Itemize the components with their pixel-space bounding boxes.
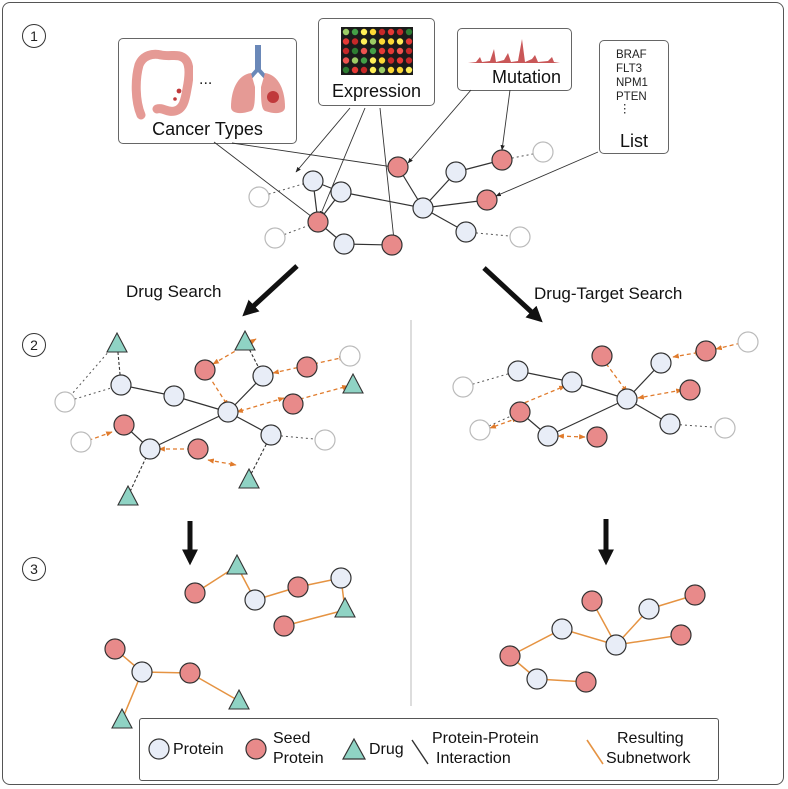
microarray-spot bbox=[405, 38, 413, 45]
microarray-spot bbox=[387, 47, 395, 55]
legend-seed-label-1: Seed bbox=[273, 730, 311, 747]
legend-seed-protein-symbol bbox=[245, 738, 267, 760]
legend-subnetwork-symbol bbox=[586, 739, 604, 765]
lung-icon bbox=[231, 45, 285, 114]
microarray-spot bbox=[342, 66, 350, 74]
microarray-spot bbox=[342, 47, 350, 55]
microarray-spot bbox=[396, 28, 404, 36]
microarray-spot bbox=[396, 57, 404, 64]
microarray-spot bbox=[378, 57, 386, 64]
expression-label: Expression bbox=[331, 81, 422, 101]
microarray-spot bbox=[387, 57, 395, 64]
step-2-badge: 2 bbox=[22, 333, 46, 357]
microarray-spot bbox=[387, 28, 395, 36]
microarray-spot bbox=[387, 66, 395, 74]
colon-icon bbox=[131, 49, 193, 120]
legend-protein-label: Protein bbox=[173, 741, 224, 758]
microarray-spot bbox=[369, 28, 377, 36]
gene-list: BRAF FLT3 NPM1 PTEN ⋮ bbox=[616, 48, 648, 115]
drug-target-search-label: Drug-Target Search bbox=[534, 284, 683, 303]
microarray-spot bbox=[351, 47, 359, 55]
gene-list-box: BRAF FLT3 NPM1 PTEN ⋮ List bbox=[599, 40, 669, 154]
microarray-spot bbox=[378, 38, 386, 45]
mutation-label: Mutation bbox=[491, 67, 561, 87]
microarray-spot bbox=[378, 47, 386, 55]
cancer-types-ellipsis: ... bbox=[199, 71, 213, 88]
legend-drug-symbol bbox=[341, 737, 367, 760]
microarray-spot bbox=[396, 47, 404, 55]
microarray-spot bbox=[405, 47, 413, 55]
microarray-spot bbox=[369, 38, 377, 45]
legend-seed-label-2: Protein bbox=[273, 750, 324, 767]
microarray-spot bbox=[360, 28, 368, 36]
microarray-spot bbox=[378, 28, 386, 36]
microarray-spot bbox=[360, 38, 368, 45]
drug-search-label: Drug Search bbox=[126, 282, 222, 301]
microarray-spot bbox=[405, 28, 413, 36]
microarray-spot bbox=[396, 38, 404, 45]
legend-subnetwork-label-1: Resulting bbox=[617, 730, 684, 747]
step-3-badge: 3 bbox=[22, 557, 46, 581]
microarray-spot bbox=[351, 28, 359, 36]
microarray-spot bbox=[360, 66, 368, 74]
expression-box: Expression bbox=[318, 18, 435, 106]
cancer-types-label: Cancer Types bbox=[152, 119, 263, 139]
cancer-types-box: ... Cancer Types bbox=[118, 38, 297, 144]
list-label: List bbox=[619, 131, 648, 151]
microarray-spot bbox=[387, 38, 395, 45]
microarray-spot bbox=[369, 66, 377, 74]
gene-braf: BRAF bbox=[616, 49, 647, 61]
step-1-badge: 1 bbox=[22, 24, 46, 48]
microarray-icon bbox=[341, 27, 413, 75]
microarray-spot bbox=[405, 57, 413, 64]
legend-protein-symbol bbox=[148, 738, 170, 760]
legend-ppi-label-2: Interaction bbox=[436, 750, 511, 767]
legend-ppi-label-1: Protein-Protein bbox=[432, 730, 539, 747]
gene-flt3: FLT3 bbox=[616, 63, 642, 75]
gene-npm1: NPM1 bbox=[616, 77, 648, 89]
gene-more: ⋮ bbox=[619, 103, 631, 115]
microarray-spot bbox=[360, 47, 368, 55]
mutation-box: Mutation bbox=[457, 28, 572, 91]
microarray-spot bbox=[342, 38, 350, 45]
microarray-spot bbox=[405, 66, 413, 74]
gene-pten: PTEN bbox=[616, 91, 647, 103]
microarray-spot bbox=[342, 28, 350, 36]
microarray-spot bbox=[369, 47, 377, 55]
microarray-spot bbox=[342, 57, 350, 64]
legend-subnetwork-label-2: Subnetwork bbox=[606, 750, 691, 767]
microarray-spot bbox=[351, 38, 359, 45]
legend-drug-label: Drug bbox=[369, 741, 404, 758]
microarray-spot bbox=[378, 66, 386, 74]
microarray-spot bbox=[360, 57, 368, 64]
microarray-spot bbox=[396, 66, 404, 74]
legend: Protein Seed Protein Drug Protein-Protei… bbox=[139, 718, 719, 781]
microarray-spot bbox=[369, 57, 377, 64]
mutation-peaks-icon bbox=[468, 39, 560, 63]
microarray-spot bbox=[351, 57, 359, 64]
legend-ppi-symbol bbox=[411, 739, 429, 765]
microarray-spot bbox=[351, 66, 359, 74]
